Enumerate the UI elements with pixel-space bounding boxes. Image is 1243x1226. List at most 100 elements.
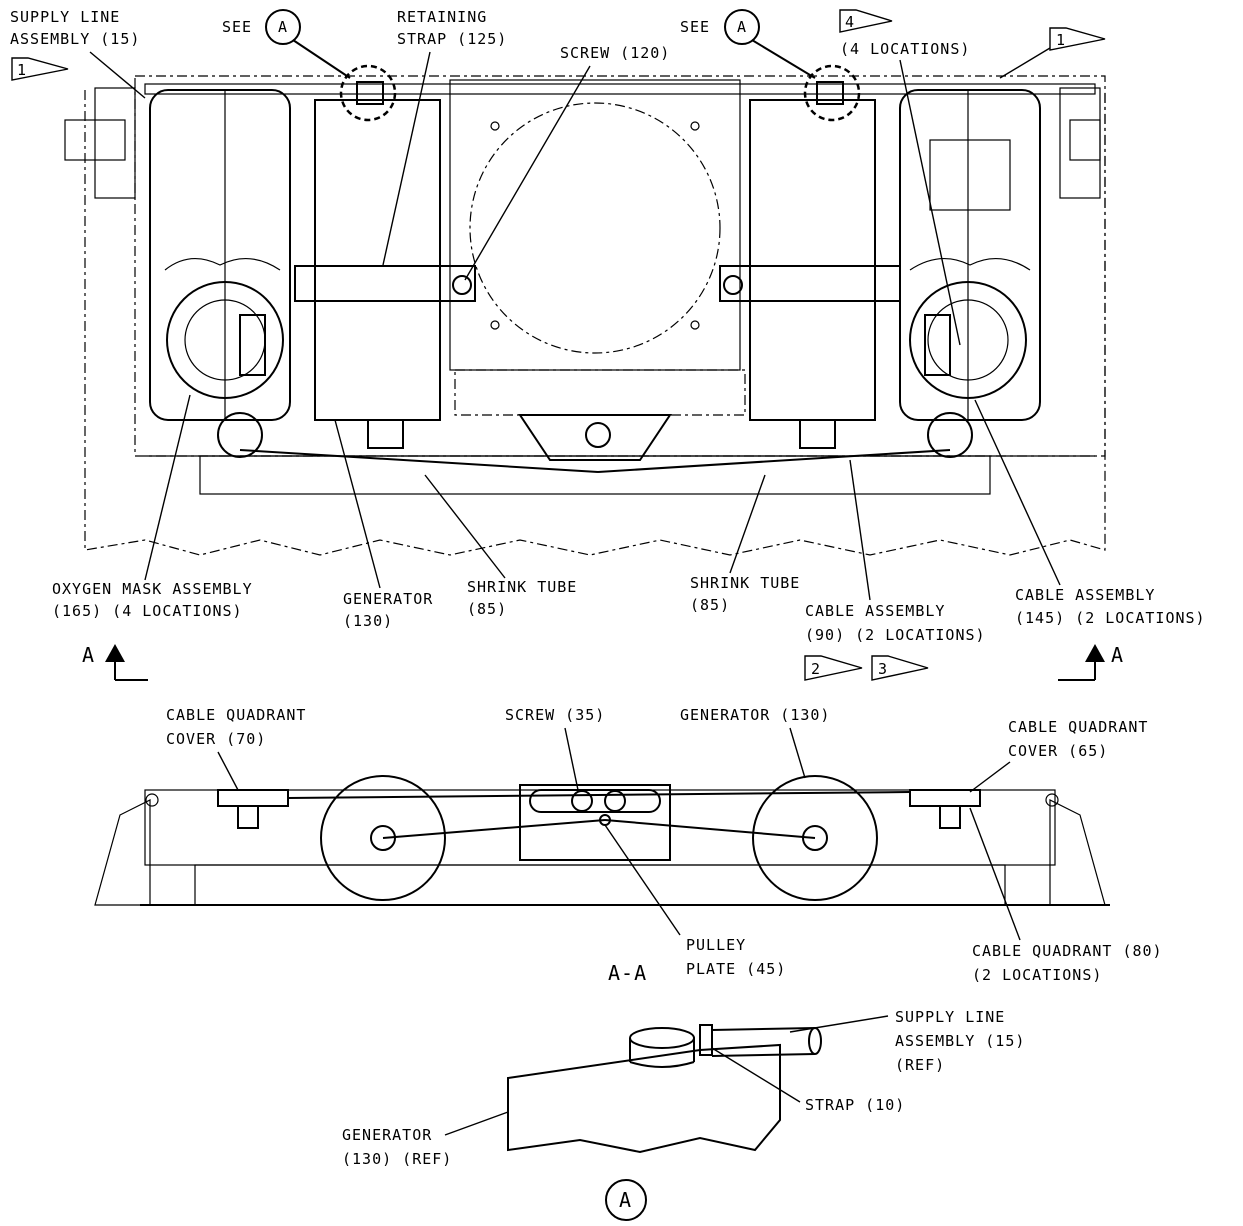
screw-120-label: SCREW (120)	[560, 44, 670, 62]
pulley-housing	[518, 414, 672, 461]
right-mask-cup	[909, 281, 1027, 399]
left-bracket	[94, 87, 136, 199]
supply-line-label-2: ASSEMBLY (15)	[10, 30, 140, 48]
generator-130-section-leader	[789, 727, 806, 779]
right-detail-circle	[803, 64, 861, 122]
right-generator-hub	[802, 825, 828, 851]
flag-1-right: 1	[1049, 27, 1106, 51]
flag-1-right-number: 1	[1056, 31, 1066, 49]
pulley-plate-leader	[604, 824, 681, 936]
center-dashed-circle	[469, 102, 721, 354]
section-arrow-left-letter: A	[82, 643, 95, 667]
flag-4: 4	[839, 9, 893, 33]
right-strap-screw	[723, 275, 743, 295]
plate-hole	[490, 121, 500, 131]
pulley-plate-label-1: PULLEY	[686, 936, 746, 954]
supply-line-ref-leader	[789, 1015, 889, 1033]
cable-quadrant-cover-70-label-2: COVER (70)	[166, 730, 266, 748]
right-hinge	[1045, 793, 1059, 807]
cable-145-leader	[974, 399, 1061, 586]
right-cable-quadrant	[909, 789, 981, 807]
flag-4-number: 4	[845, 13, 855, 31]
cable-quadrant-80-label-1: CABLE QUADRANT (80)	[972, 942, 1163, 960]
left-end-block	[94, 799, 151, 906]
see-left-circle	[265, 9, 301, 45]
oxygen-mask-label-1: OXYGEN MASK ASSEMBLY	[52, 580, 253, 598]
plate-hole	[690, 320, 700, 330]
flag-1-right-leader	[999, 47, 1051, 79]
shrink-tube-right-label-1: SHRINK TUBE	[690, 574, 800, 592]
detail-view	[507, 1024, 822, 1154]
see-right-circle	[724, 9, 760, 45]
generator-ref-leader	[444, 1111, 509, 1136]
retaining-strap-leader	[382, 51, 431, 266]
locations-4-leader	[899, 59, 961, 346]
section-arrow-right: A	[1058, 643, 1124, 681]
flag-3-number: 3	[878, 660, 888, 678]
supply-line-ref-label-3: (REF)	[895, 1056, 945, 1074]
left-mask-knob	[217, 412, 263, 458]
right-quadrant-post	[939, 805, 961, 829]
break-line	[84, 90, 1106, 556]
supply-line-ref-label-2: ASSEMBLY (15)	[895, 1032, 1025, 1050]
detail-a-letter: A	[619, 1188, 632, 1212]
detail-strap	[699, 1024, 713, 1056]
oxygen-mask-label-2: (165) (4 LOCATIONS)	[52, 602, 243, 620]
plate-hole	[690, 121, 700, 131]
right-mask-compartment	[899, 89, 1041, 421]
cable-90-label-1: CABLE ASSEMBLY	[805, 602, 945, 620]
detail-cap-top	[629, 1027, 695, 1049]
supply-line-label-1: SUPPLY LINE	[10, 8, 120, 26]
cable-quadrant-cover-70-leader	[217, 751, 239, 791]
left-retaining-strap	[294, 265, 476, 302]
locations-4-label: (4 LOCATIONS)	[840, 40, 970, 58]
center-plate	[449, 79, 741, 371]
retaining-strap-label-1: RETAINING	[397, 8, 487, 26]
cable-quadrant-80-leader	[969, 807, 1021, 941]
cable-quadrant-cover-70-label-1: CABLE QUADRANT	[166, 706, 306, 724]
flag-2: 2	[804, 655, 863, 681]
right-mask-tube	[909, 257, 1031, 271]
section-arrow-right-letter: A	[1111, 643, 1124, 667]
flag-2-number: 2	[811, 660, 821, 678]
left-quadrant-post	[237, 805, 259, 829]
generator-130-section-label: GENERATOR (130)	[680, 706, 830, 724]
left-cable	[239, 449, 599, 473]
left-detail-circle	[339, 64, 397, 122]
left-generator-section	[320, 775, 446, 901]
left-mask-tube	[164, 257, 281, 271]
detail-hose-top	[711, 1027, 816, 1031]
left-generator-outlet	[367, 419, 404, 449]
generator-ref-label-1: GENERATOR	[342, 1126, 432, 1144]
left-hinge	[145, 793, 159, 807]
shrink-tube-left-leader	[424, 474, 506, 579]
left-lower-cable	[382, 819, 606, 839]
flag-1-left-number: 1	[17, 61, 27, 79]
see-left-arrow	[292, 39, 351, 79]
right-latch	[1069, 119, 1101, 161]
see-right-label: SEE	[680, 18, 710, 36]
section-title: A-A	[608, 961, 647, 985]
plate-hole	[490, 320, 500, 330]
see-right-letter: A	[737, 18, 747, 36]
right-mask-window	[929, 139, 1011, 211]
left-generator	[314, 99, 441, 421]
screw-35-head	[604, 790, 626, 812]
generator-ref-label-2: (130) (REF)	[342, 1150, 452, 1168]
screw-35-leader	[564, 727, 579, 791]
generator-130-leader	[334, 419, 381, 589]
detail-generator-body	[507, 1043, 781, 1154]
right-mask-knob	[927, 412, 973, 458]
right-mask-cup-inner	[927, 299, 1009, 381]
screw-35-head	[571, 790, 593, 812]
right-end-block	[1049, 799, 1106, 906]
lower-housing	[454, 369, 746, 416]
supply-line-ref-label-1: SUPPLY LINE	[895, 1008, 1005, 1026]
cable-quadrant-cover-65-leader	[969, 761, 1011, 793]
shrink-tube-right-label-2: (85)	[690, 596, 730, 614]
right-generator	[749, 99, 876, 421]
cable-90-label-2: (90) (2 LOCATIONS)	[805, 626, 986, 644]
supply-line-leader	[89, 51, 146, 99]
right-bracket	[1059, 87, 1101, 199]
flag-1-left: 1	[11, 57, 69, 81]
